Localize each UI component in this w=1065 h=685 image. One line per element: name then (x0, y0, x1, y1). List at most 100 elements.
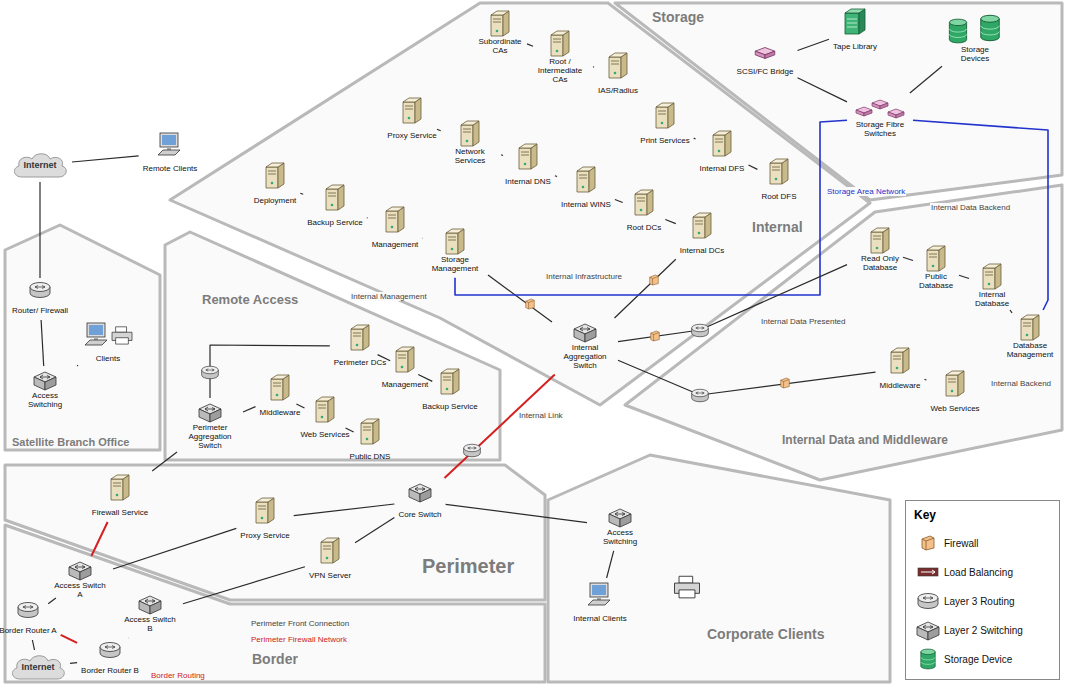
device-name: Access Switch B (121, 616, 179, 634)
icon-part (139, 596, 161, 614)
icon-part (635, 190, 653, 215)
printer-symbol (675, 576, 700, 598)
network-link (294, 504, 395, 516)
network-link (455, 120, 847, 295)
device-icon (98, 641, 122, 659)
icon-part (316, 397, 334, 422)
device-name: Root / Intermediate CAs (531, 58, 589, 84)
server: Database Management (999, 312, 1061, 362)
device-name: Database Management (1001, 342, 1059, 360)
device-name: Access Switch A (51, 582, 109, 600)
server: Backup Service (305, 182, 365, 230)
icon-part (922, 536, 934, 550)
server: Management (380, 344, 431, 392)
icon-part (927, 246, 945, 271)
zone-label: Satellite Branch Office (10, 432, 131, 450)
server: Proxy Service (385, 95, 438, 143)
device-name: Access Switching (16, 392, 74, 410)
network-link (501, 154, 503, 156)
icon-part (403, 98, 421, 123)
device-icon (654, 101, 676, 129)
device-name: Perimeter DCs (334, 359, 386, 368)
client-computer: Remote Clients (141, 130, 200, 176)
network-link (355, 518, 394, 543)
device-icon (575, 165, 597, 193)
internet-cloud: Internet (10, 150, 70, 180)
zone-label: Internal (750, 218, 805, 236)
device-icon (269, 373, 291, 401)
device-name: Network Services (441, 148, 499, 166)
device-icon (889, 346, 911, 374)
network-link (152, 452, 177, 471)
legend-row: Firewall (912, 531, 978, 555)
network-link (665, 220, 676, 224)
device-icon (585, 581, 615, 607)
icon-part (981, 15, 999, 40)
device-icon (444, 227, 466, 255)
device-name: Storage Fibre Switches (851, 121, 909, 139)
network-link (615, 200, 623, 203)
device-icon (572, 321, 598, 343)
server: Internal DNS (503, 141, 553, 189)
layer3-router: Border Router B (79, 640, 141, 678)
firewall-symbol (650, 275, 659, 285)
legend-title: Key (913, 505, 937, 523)
server: Internal DFS (698, 128, 747, 176)
section-label: Internal Backend (990, 379, 1052, 388)
device-name: Tape Library (833, 43, 877, 52)
device-icon (197, 401, 223, 423)
zone-polygon (625, 185, 1062, 480)
firewall-symbol (526, 299, 535, 309)
server: Web Services (298, 394, 351, 442)
section-label: Internal Infrastructure (545, 272, 623, 281)
legend-row: Layer 2 Switching (912, 618, 1023, 642)
device-name: Internal DFS (700, 165, 745, 174)
icon-part (446, 229, 464, 254)
device-icon (407, 481, 433, 503)
icon-part (491, 11, 509, 36)
icon-part (409, 484, 431, 502)
link-label: Internal Link (518, 411, 564, 420)
icon-part (609, 509, 631, 527)
server: Network Services (439, 118, 501, 168)
server: Deployment (252, 160, 299, 208)
layer2-switch: Internal Aggregation Switch (554, 320, 616, 373)
device-icon (314, 395, 336, 423)
network-link (593, 66, 594, 67)
icon-part (386, 207, 404, 232)
zone-polygon (5, 225, 160, 450)
legend-text: Storage Device (944, 654, 1012, 665)
icon-part (271, 375, 289, 400)
device-icon (16, 601, 40, 619)
device-icon (944, 369, 966, 397)
device-icon (869, 226, 891, 254)
legend-icon (912, 647, 944, 671)
network-label: Perimeter Front Connection (250, 619, 350, 628)
firewall-symbol (781, 378, 790, 388)
network-link (421, 238, 422, 239)
icon-part (461, 121, 479, 146)
device-name: Storage Devices (946, 46, 1004, 64)
device-icon (459, 119, 481, 147)
legend-text: Load Balancing (944, 567, 1013, 578)
network-link (437, 129, 441, 131)
layer2-switch: Access Switch A (49, 558, 111, 602)
zone-name: Corporate Clients (705, 626, 826, 642)
device-icon (843, 7, 867, 35)
device-name: Border Router B (81, 667, 139, 676)
device-name: Middleware (880, 382, 921, 391)
icon-part (871, 228, 889, 253)
device-name: Public DNS (350, 453, 391, 462)
network-label: Perimeter Firewall Network (250, 628, 348, 646)
server: Storage Management (424, 226, 486, 276)
client-computer: Internal Clients (571, 580, 628, 626)
device-icon (921, 535, 935, 551)
server: Public Database (905, 243, 967, 293)
legend-icon (912, 566, 944, 578)
device-icon (917, 566, 939, 578)
network-link (113, 528, 236, 569)
icon-part (693, 213, 711, 238)
zone-label: Border (250, 650, 300, 668)
device-icon (915, 619, 941, 641)
zone-label: Internal Data and Middleware (780, 430, 950, 448)
